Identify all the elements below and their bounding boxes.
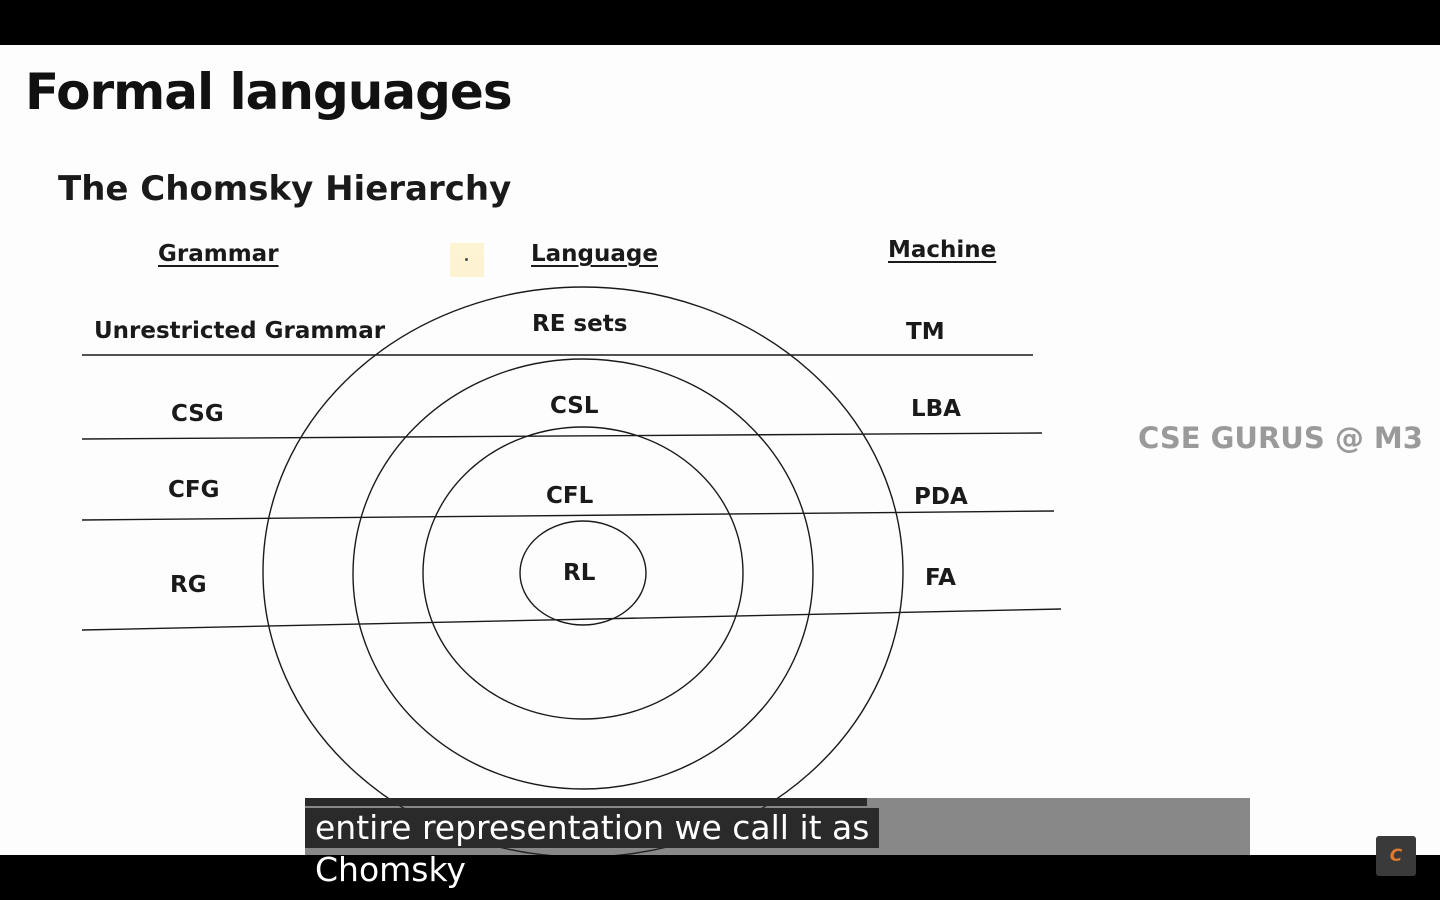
header-machine: Machine bbox=[888, 237, 997, 263]
video-top-bar bbox=[0, 0, 1440, 45]
machine-tm: TM bbox=[906, 319, 945, 345]
language-cfl: CFL bbox=[546, 483, 594, 509]
machine-lba: LBA bbox=[911, 396, 961, 422]
language-rl: RL bbox=[563, 560, 596, 586]
video-bottom-bar bbox=[0, 855, 1440, 900]
cfl-circle bbox=[422, 426, 744, 720]
channel-logo-icon[interactable]: C bbox=[1376, 836, 1416, 876]
caption-previous-line bbox=[305, 798, 867, 806]
language-csl: CSL bbox=[550, 393, 599, 419]
row-divider-3 bbox=[81, 510, 1055, 521]
language-re-sets: RE sets bbox=[532, 311, 628, 337]
machine-fa: FA bbox=[925, 565, 956, 591]
grammar-cfg: CFG bbox=[168, 477, 220, 503]
caption-line-2: Chomsky bbox=[315, 850, 466, 889]
slide-title: Formal languages bbox=[25, 63, 513, 121]
pointer-marker bbox=[450, 243, 484, 277]
caption-line-1: entire representation we call it as bbox=[305, 808, 880, 848]
slide: Formal languages The Chomsky Hierarchy G… bbox=[0, 45, 1440, 855]
row-divider-2 bbox=[81, 432, 1043, 440]
grammar-rg: RG bbox=[170, 572, 207, 598]
machine-pda: PDA bbox=[914, 484, 968, 510]
row-divider-4 bbox=[81, 608, 1062, 631]
chomsky-hierarchy-diagram bbox=[81, 286, 1062, 855]
re-sets-circle bbox=[262, 286, 904, 855]
grammar-csg: CSG bbox=[171, 401, 224, 427]
slide-subtitle: The Chomsky Hierarchy bbox=[58, 169, 512, 209]
csl-circle bbox=[352, 358, 814, 790]
grammar-unrestricted: Unrestricted Grammar bbox=[94, 318, 386, 344]
rl-circle bbox=[519, 520, 647, 626]
header-language: Language bbox=[531, 241, 658, 267]
channel-watermark: CSE GURUS @ M3 bbox=[1138, 421, 1423, 455]
header-grammar: Grammar bbox=[158, 241, 279, 267]
